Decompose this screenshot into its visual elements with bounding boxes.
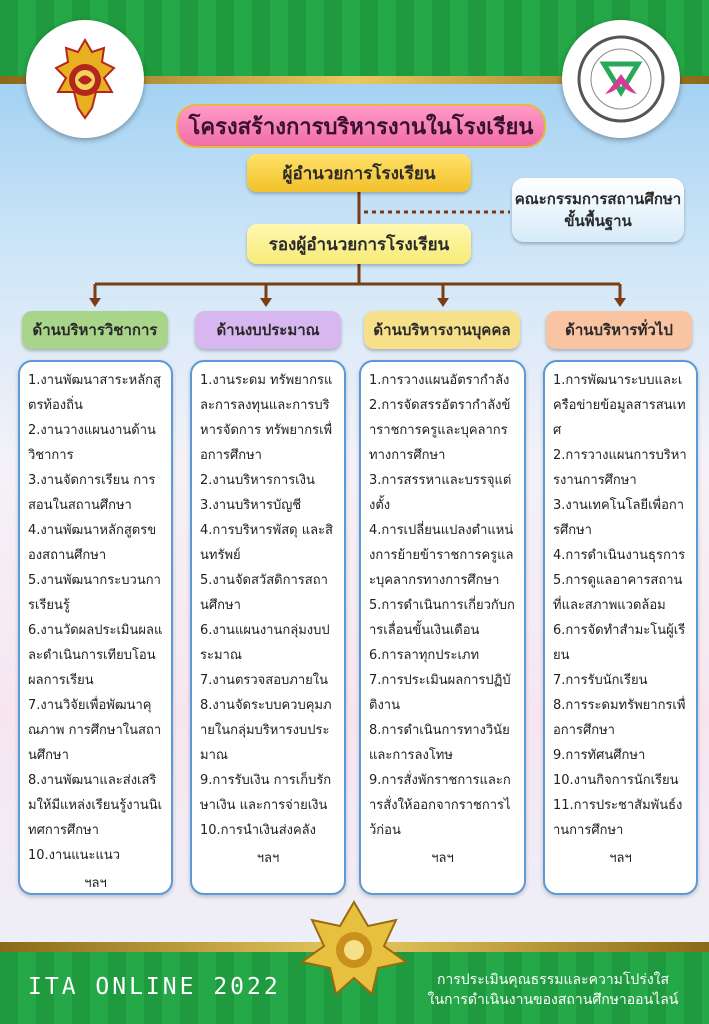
task-item: 6.การลาทุกประเภท — [369, 648, 480, 663]
panel-general: 1.การพัฒนาระบบและเครือข่ายข้อมูลสารสนเทศ… — [543, 360, 698, 895]
emblem-icon — [54, 38, 116, 120]
task-item: 5.งานจัดสวัสดิการสถานศึกษา — [200, 573, 328, 613]
task-item: 8.การระดมทรัพยากรเพื่อการศึกษา — [553, 698, 686, 738]
task-list: 1.งานระดม ทรัพยากรและการลงทุนและการบริหา… — [200, 368, 336, 843]
arrow-down-icon — [89, 298, 101, 307]
task-list: 1.การพัฒนาระบบและเครือข่ายข้อมูลสารสนเทศ… — [553, 368, 688, 843]
task-item: 5.งานพัฒนากระบวนการเรียนรู้ — [28, 573, 161, 613]
dept-academic: ด้านบริหารวิชาการ — [22, 311, 168, 349]
committee-box: คณะกรรมการสถานศึกษา ขั้นพื้นฐาน — [512, 178, 684, 242]
ita-label: ITA ONLINE 2022 — [28, 974, 281, 1000]
task-item: 8.การดำเนินการทางวินัยและการลงโทษ — [369, 723, 510, 763]
ministry-emblem-logo — [26, 20, 144, 138]
task-item: 1.การพัฒนาระบบและเครือข่ายข้อมูลสารสนเทศ — [553, 373, 686, 438]
footer-line-1: การประเมินคุณธรรมและความโปร่งใส — [436, 972, 670, 988]
task-item: 9.การทัศนศึกษา — [553, 748, 646, 763]
footer-caption: การประเมินคุณธรรมและความโปร่งใส ในการดำเ… — [408, 970, 698, 1010]
task-item: 6.งานแผนงานกลุ่มงบประมาณ — [200, 623, 330, 663]
school-seal-icon — [577, 35, 665, 123]
panel-academic: 1.งานพัฒนาสาระหลักสูตรท้องถิ่น 2.งานวางแผ… — [18, 360, 173, 895]
task-item: 9.การรับเงิน การเก็บรักษาเงิน และการจ่าย… — [200, 773, 332, 813]
arrow-down-icon — [437, 298, 449, 307]
etc-label: ฯลฯ — [609, 851, 632, 866]
dept-personnel: ด้านบริหารงานบุคคล — [364, 311, 520, 349]
task-item: 10.การนำเงินส่งคลัง — [200, 823, 316, 838]
task-item: 2.การวางแผนการบริหารงานการศึกษา — [553, 448, 687, 488]
etc-label: ฯลฯ — [431, 851, 454, 866]
task-item: 4.การดำเนินงานธุรการ — [553, 548, 686, 563]
etc-label: ฯลฯ — [256, 851, 280, 866]
task-item: 10.งานกิจการนักเรียน — [553, 773, 679, 788]
committee-line-1: คณะกรรมการสถานศึกษา — [514, 190, 682, 208]
arrow-down-icon — [260, 298, 272, 307]
arrow-down-icon — [614, 298, 626, 307]
panel-budget: 1.งานระดม ทรัพยากรและการลงทุนและการบริหา… — [190, 360, 346, 895]
task-item: 6.การจัดทำสำมะโนผู้เรียน — [553, 623, 686, 663]
task-item: 10.งานแนะแนว — [28, 848, 121, 863]
task-item: 4.การเปลี่ยนแปลงตำแหน่งการย้ายข้าราชการค… — [369, 523, 514, 588]
dept-general: ด้านบริหารทั่วไป — [546, 311, 692, 349]
panel-personnel: 1.การวางแผนอัตรากำลัง 2.การจัดสรรอัตรากำล… — [359, 360, 526, 895]
committee-line-2: ขั้นพื้นฐาน — [564, 212, 632, 230]
etc-label: ฯลฯ — [84, 876, 107, 891]
footer-line-2: ในการดำเนินงานของสถานศึกษาออนไลน์ — [427, 992, 679, 1008]
task-item: 8.งานจัดระบบควบคุมภายในกลุ่มบริหารงบประม… — [200, 698, 332, 763]
task-item: 7.งานตรวจสอบภายใน — [200, 673, 328, 688]
task-item: 3.งานจัดการเรียน การสอนในสถานศึกษา — [28, 473, 156, 513]
page-title: โครงสร้างการบริหารงานในโรงเรียน — [176, 104, 546, 148]
task-item: 2.งานบริหารการเงิน — [200, 473, 315, 488]
task-item: 2.งานวางแผนงานด้านวิชาการ — [28, 423, 156, 463]
task-item: 3.งานบริหารบัญชี — [200, 498, 302, 513]
task-item: 1.งานระดม ทรัพยากรและการลงทุนและการบริหา… — [200, 373, 333, 463]
task-item: 11.การประชาสัมพันธ์งานการศึกษา — [553, 798, 683, 838]
task-item: 3.การสรรหาและบรรจุแต่งตั้ง — [369, 473, 512, 513]
task-item: 7.งานวิจัยเพื่อพัฒนาคุณภาพ การศึกษาในสถา… — [28, 698, 162, 763]
task-item: 5.การดูแลอาคารสถานที่และสภาพแวดล้อม — [553, 573, 683, 613]
task-item: 5.การดำเนินการเกี่ยวกับการเลื่อนขั้นเงิน… — [369, 598, 515, 638]
gold-ornament-icon — [299, 900, 409, 996]
deputy-director-box: รองผู้อำนวยการโรงเรียน — [247, 224, 471, 264]
task-item: 4.งานพัฒนาหลักสูตรของสถานศึกษา — [28, 523, 157, 563]
task-item: 2.การจัดสรรอัตรากำลังข้าราชการครูและบุคล… — [369, 398, 511, 463]
task-item: 7.การประเมินผลการปฏิบัติงาน — [369, 673, 511, 713]
task-item: 4.การบริหารพัสดุ และสินทรัพย์ — [200, 523, 333, 563]
task-item: 1.การวางแผนอัตรากำลัง — [369, 373, 510, 388]
dept-budget: ด้านงบประมาณ — [195, 311, 341, 349]
task-item: 8.งานพัฒนาและส่งเสริมให้มีแหล่งเรียนรู้ง… — [28, 773, 163, 838]
task-item: 9.การสั่งพักราชการและการสั่งให้ออกจากราช… — [369, 773, 511, 838]
task-list: 1.การวางแผนอัตรากำลัง 2.การจัดสรรอัตรากำล… — [369, 368, 516, 843]
task-item: 7.การรับนักเรียน — [553, 673, 648, 688]
task-item: 1.งานพัฒนาสาระหลักสูตรท้องถิ่น — [28, 373, 161, 413]
task-item: 3.งานเทคโนโลยีเพื่อการศึกษา — [553, 498, 685, 538]
school-logo — [562, 20, 680, 138]
director-box: ผู้อำนวยการโรงเรียน — [247, 154, 471, 192]
task-item: 6.งานวัดผลประเมินผลและดำเนินการเทียบโอนผ… — [28, 623, 163, 688]
task-list: 1.งานพัฒนาสาระหลักสูตรท้องถิ่น 2.งานวางแผ… — [28, 368, 163, 868]
